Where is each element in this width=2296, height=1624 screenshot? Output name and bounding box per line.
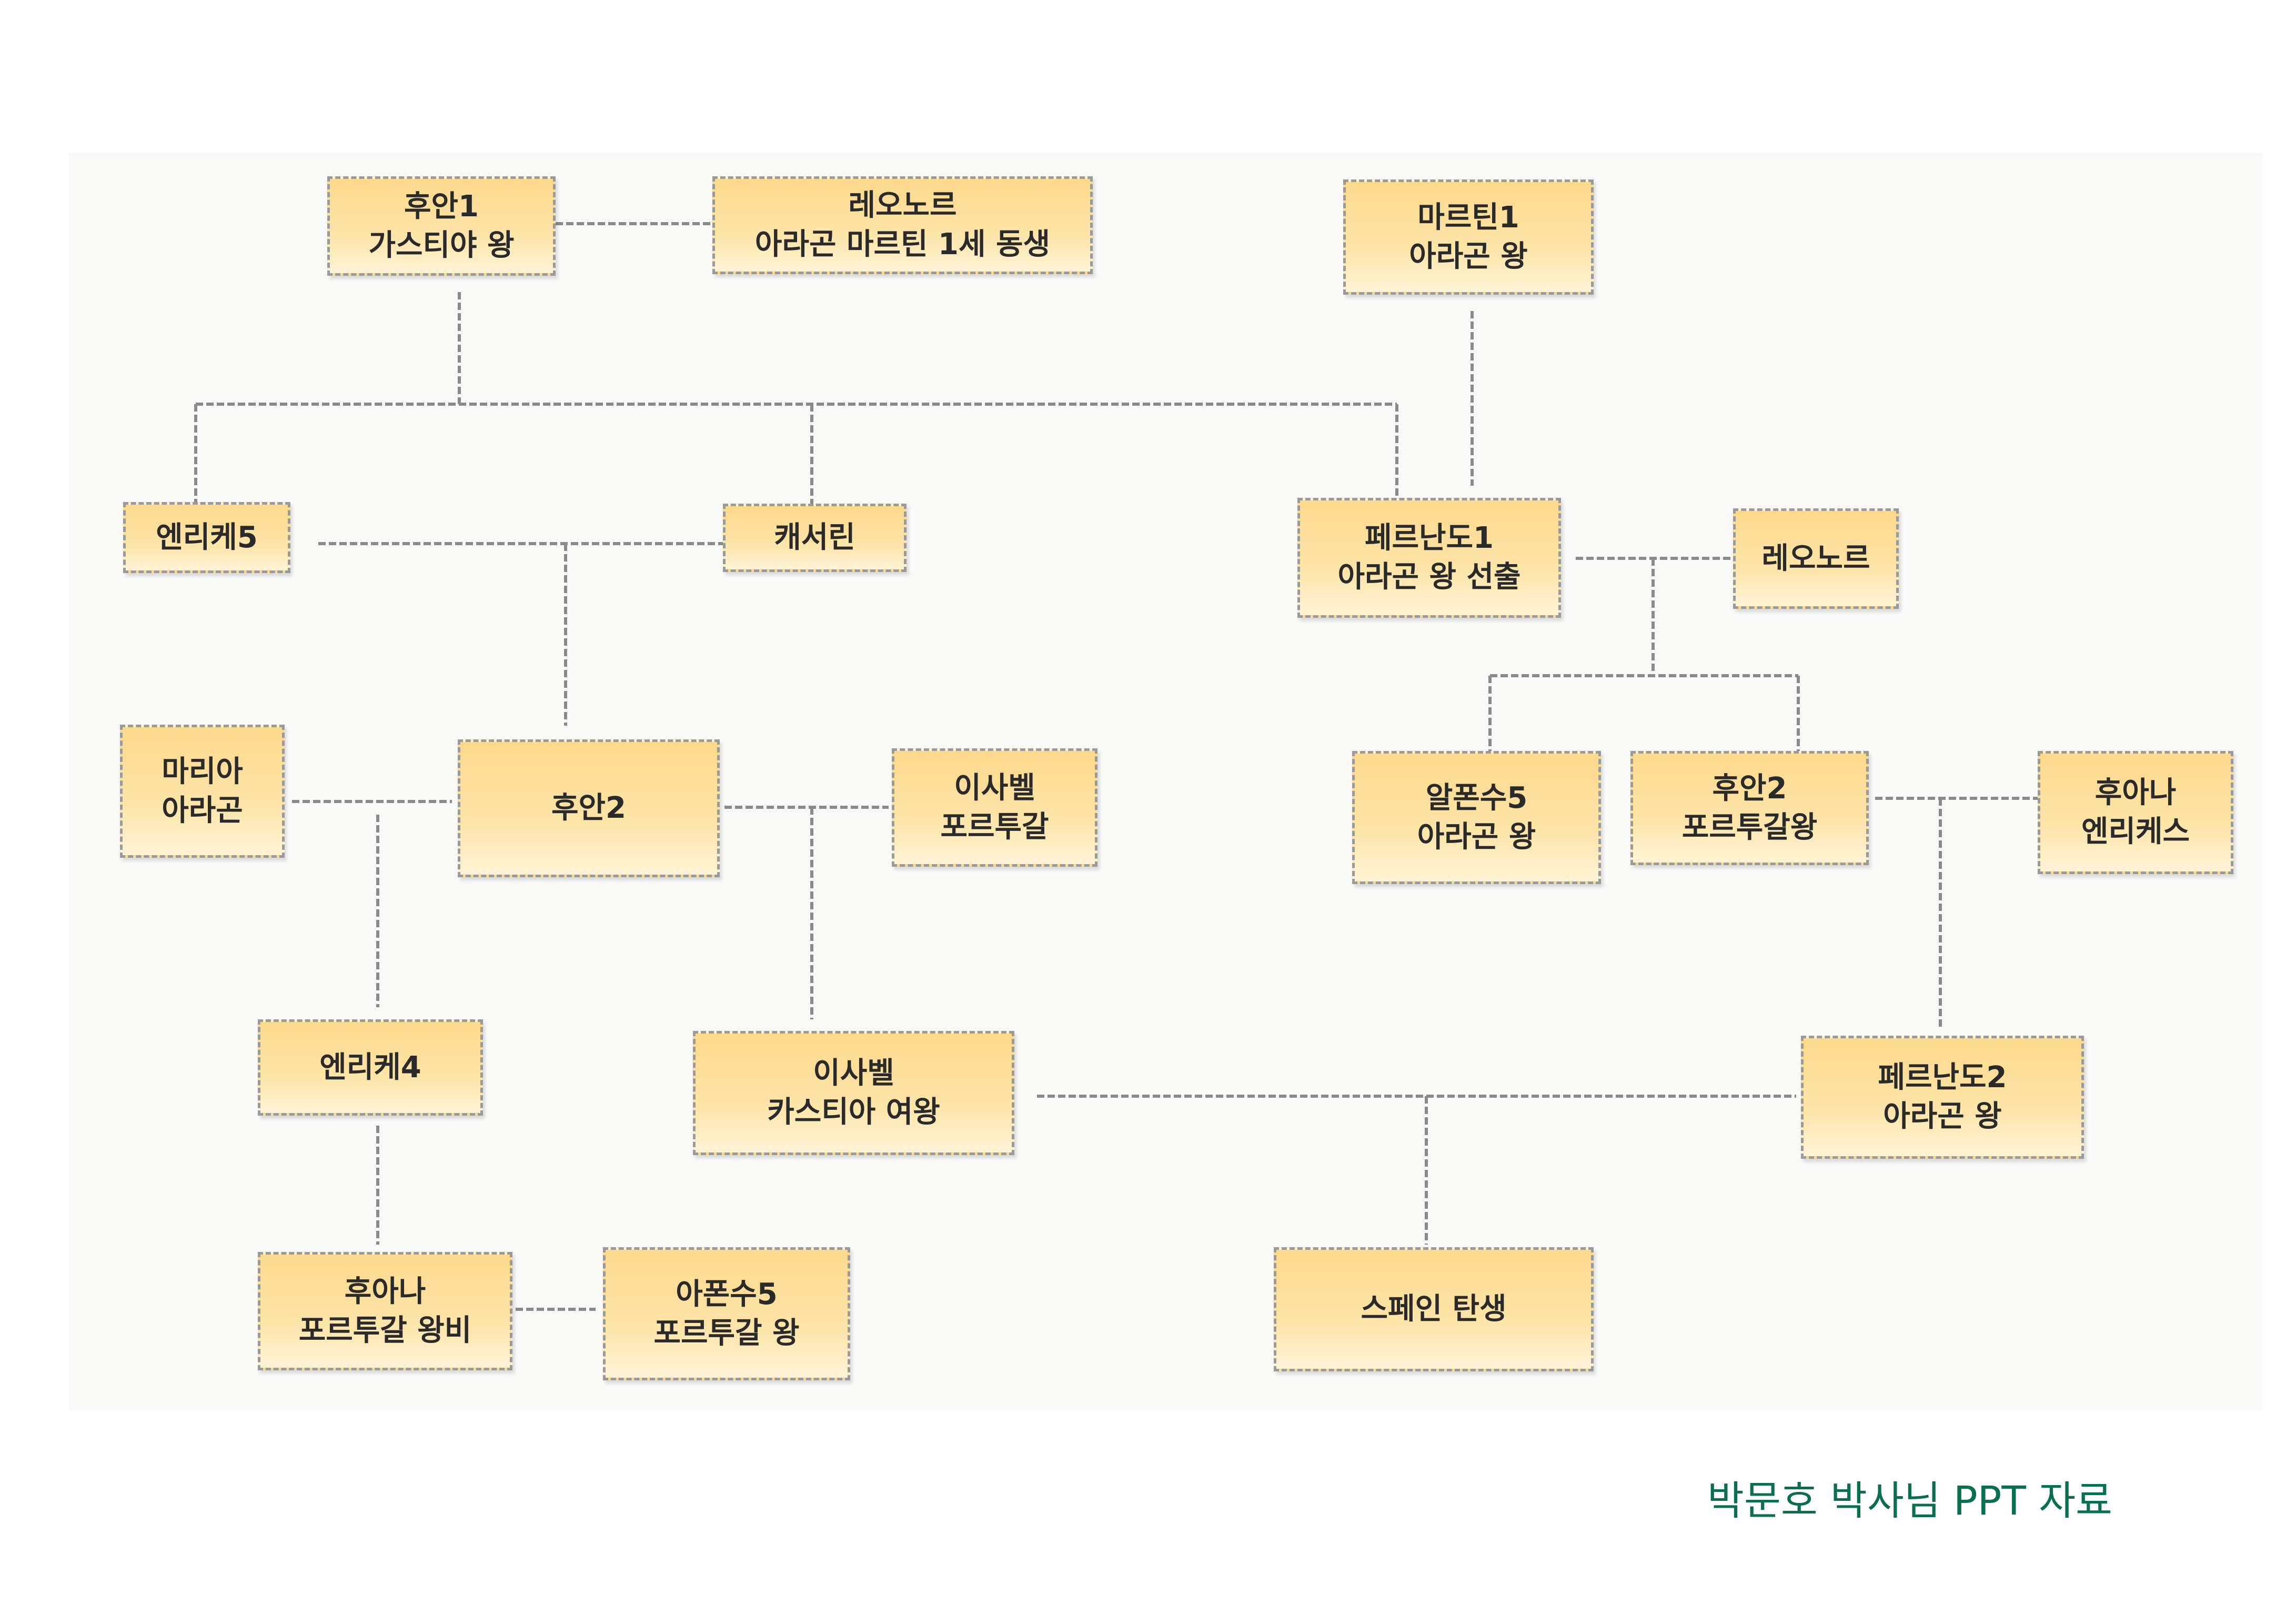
connector — [1488, 557, 1800, 751]
node-enrique4: 엔리케4 — [258, 1019, 483, 1116]
node-isabel-castile: 이사벨 카스티아 여왕 — [693, 1031, 1014, 1155]
connector — [1037, 1095, 1796, 1245]
node-fernando1: 페르난도1 아라곤 왕 선출 — [1297, 498, 1561, 618]
node-label: 엔리케스 — [2081, 815, 2190, 849]
node-label: 포르투갈 왕비 — [298, 1313, 472, 1348]
connector — [292, 800, 452, 1007]
node-label: 마르틴1 — [1417, 200, 1519, 235]
node-label: 스페인 탄생 — [1361, 1292, 1507, 1326]
diagram-background — [68, 153, 2262, 1410]
node-label: 후안2 — [551, 791, 626, 825]
node-fernando2: 페르난도2 아라곤 왕 — [1801, 1036, 2084, 1159]
node-label: 아라곤 왕 — [1409, 239, 1528, 274]
node-label: 카스티아 여왕 — [767, 1095, 940, 1129]
node-label: 캐서린 — [774, 520, 855, 555]
node-label: 포르투갈 왕 — [653, 1316, 800, 1350]
node-martin1: 마르틴1 아라곤 왕 — [1343, 179, 1594, 295]
node-juan2-aragon: 후안2 포르투갈왕 — [1630, 751, 1869, 865]
node-label: 후안1 — [404, 189, 479, 224]
node-isabel-portugal: 이사벨 포르투갈 — [892, 748, 1097, 867]
connector — [1875, 797, 2038, 1029]
node-enrique5: 엔리케5 — [123, 502, 290, 573]
node-label: 후아나 — [344, 1274, 426, 1309]
node-label: 아라곤 — [162, 793, 243, 828]
node-label: 포르투갈왕 — [1681, 810, 1818, 845]
node-leonor: 레오노르 — [1733, 508, 1899, 609]
node-alfonso5: 알폰수5 아라곤 왕 — [1352, 751, 1601, 884]
node-label: 포르투갈 — [940, 809, 1049, 844]
node-label: 아라곤 왕 — [1417, 819, 1536, 854]
node-label: 알폰수5 — [1425, 780, 1528, 815]
footer-credit: 박문호 박사님 PPT 자료 — [1707, 1477, 2112, 1524]
connector — [194, 292, 1398, 504]
node-label: 이사벨 — [954, 770, 1035, 805]
node-juana-enriquez: 후아나 엔리케스 — [2038, 751, 2233, 874]
node-label: 아라곤 왕 — [1883, 1099, 2002, 1134]
node-catherine: 캐서린 — [723, 504, 907, 572]
connector — [318, 542, 723, 726]
node-label: 페르난도2 — [1878, 1060, 2007, 1095]
node-label: 엔리케4 — [319, 1050, 421, 1085]
node-label: 아폰수5 — [676, 1277, 778, 1311]
connector — [724, 806, 889, 1019]
node-label: 레오노르 — [1761, 541, 1870, 576]
node-label: 아라곤 왕 선출 — [1337, 560, 1521, 594]
node-juan1: 후안1 가스티야 왕 — [327, 176, 556, 276]
node-leonor-aragon: 레오노르 아라곤 마르틴 1세 동생 — [712, 176, 1093, 274]
node-spain-birth: 스페인 탄생 — [1274, 1247, 1594, 1371]
node-label: 후아나 — [2094, 776, 2177, 810]
node-label: 아라곤 마르틴 1세 동생 — [754, 227, 1051, 262]
node-label: 레오노르 — [848, 188, 957, 223]
node-juana-portugal: 후아나 포르투갈 왕비 — [258, 1252, 512, 1370]
node-juan2-castile: 후안2 — [458, 739, 720, 877]
node-label: 가스티야 왕 — [368, 228, 515, 263]
node-label: 엔리케5 — [156, 520, 258, 555]
node-label: 페르난도1 — [1364, 521, 1494, 555]
node-maria: 마리아 아라곤 — [120, 725, 285, 858]
node-afonso5: 아폰수5 포르투갈 왕 — [603, 1247, 850, 1380]
node-label: 마리아 — [162, 754, 243, 789]
node-label: 이사벨 — [813, 1056, 894, 1090]
node-label: 후안2 — [1712, 771, 1787, 806]
